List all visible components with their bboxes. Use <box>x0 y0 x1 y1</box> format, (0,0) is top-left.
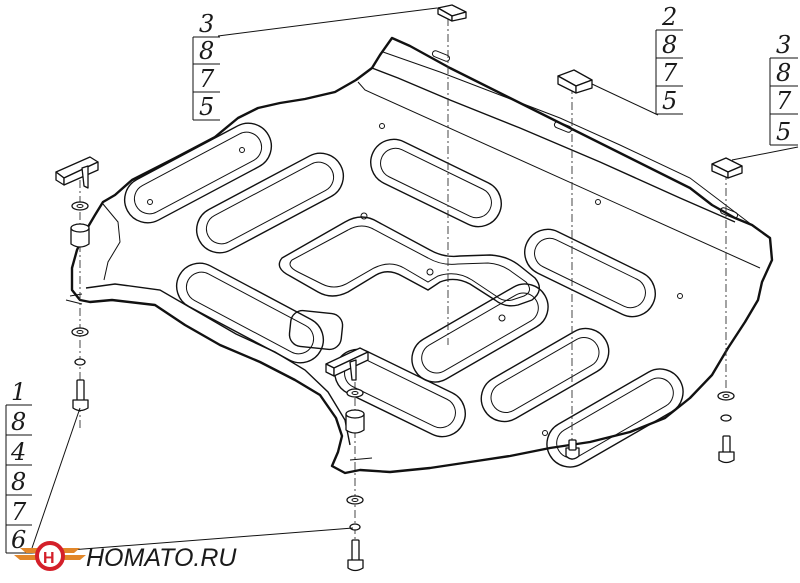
callout-label: 7 <box>199 65 215 93</box>
callout-left: 1 8 4 8 7 6 <box>5 378 32 554</box>
leader-lines <box>31 7 799 554</box>
assembly-axes <box>79 18 727 540</box>
callout-label: 8 <box>776 59 791 87</box>
svg-text:H: H <box>43 550 55 567</box>
callout-label: 3 <box>199 10 214 38</box>
callout-label: 7 <box>662 59 678 87</box>
bolt-under-plate <box>565 439 580 460</box>
callout-top-left: 3 8 7 5 <box>192 10 220 121</box>
callout-label: 7 <box>776 87 792 115</box>
homato-logo: H HOMATO.RU <box>14 541 237 572</box>
callout-label: 6 <box>11 526 26 554</box>
callout-label: 2 <box>661 3 677 31</box>
callout-top-right: 3 8 7 5 <box>769 31 798 146</box>
callout-label: 8 <box>662 31 677 59</box>
callout-label: 5 <box>662 87 677 115</box>
callout-label: 7 <box>11 498 27 526</box>
callout-top-middle: 2 8 7 5 <box>655 3 683 115</box>
clip-nut-top-middle <box>557 69 593 94</box>
callout-label: 1 <box>11 378 26 406</box>
clip-nut-top-right <box>711 157 743 179</box>
callout-label: 8 <box>199 37 214 65</box>
skid-plate <box>65 36 774 475</box>
clip-nut-middle <box>325 347 369 381</box>
clip-nut-top-left <box>437 4 467 22</box>
fastener-stack-left <box>70 201 90 412</box>
watermark-brand: HOMATO.RU <box>86 544 237 572</box>
callout-label: 8 <box>11 468 26 496</box>
clip-nut-left <box>55 156 99 189</box>
fastener-stack-right <box>717 391 735 464</box>
callout-label: 5 <box>199 93 214 121</box>
callout-label: 3 <box>776 31 791 59</box>
callout-label: 5 <box>776 118 791 146</box>
callout-label: 4 <box>10 438 26 466</box>
fastener-stack-middle <box>345 388 365 572</box>
callout-label: 8 <box>11 408 26 436</box>
